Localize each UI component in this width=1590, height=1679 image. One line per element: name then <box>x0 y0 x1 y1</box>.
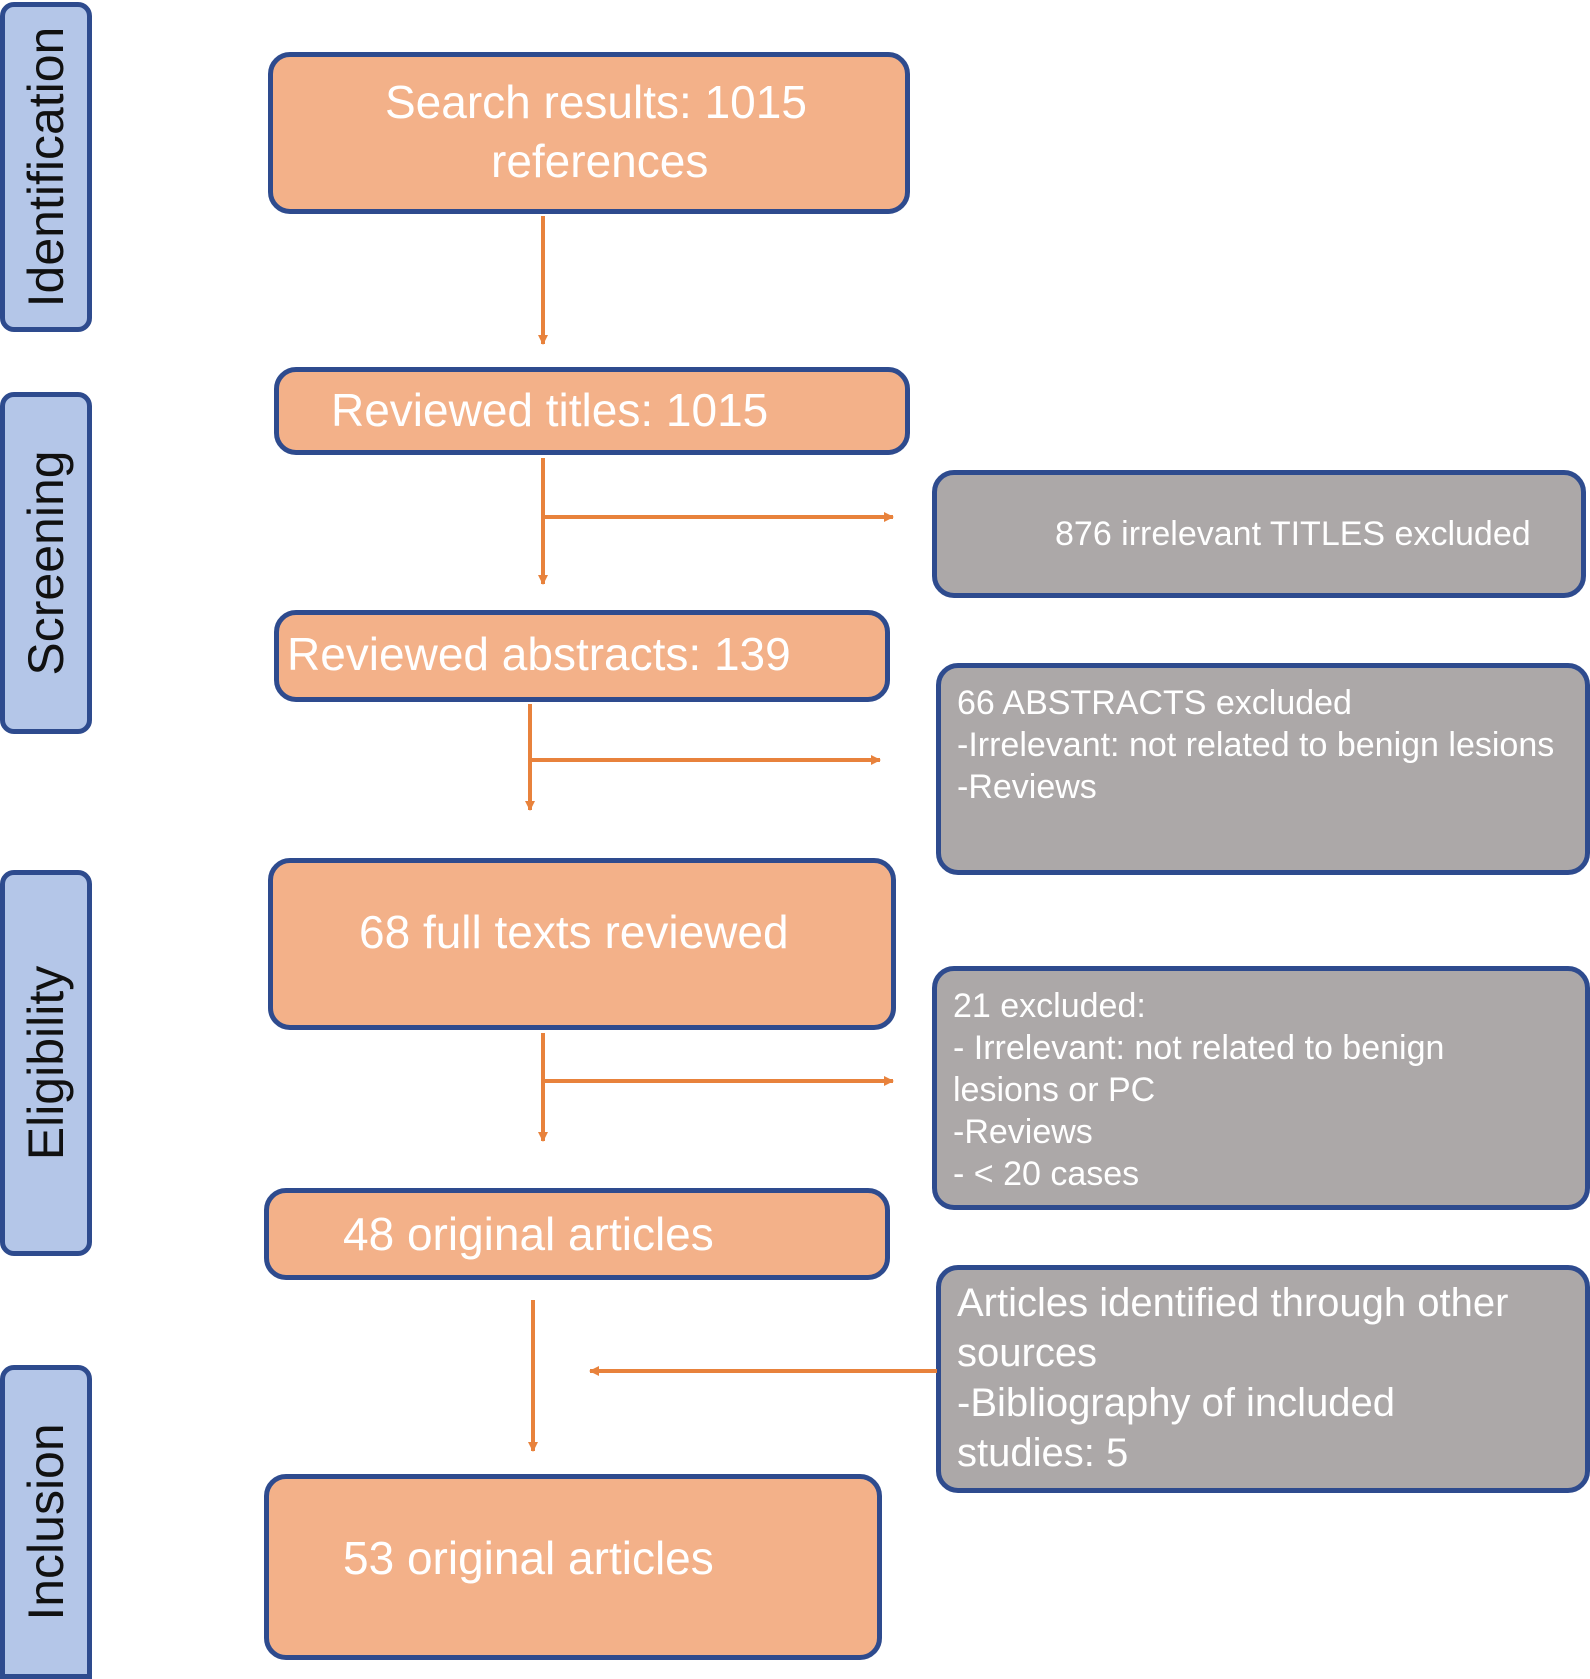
fulltexts-excluded-line: 21 excluded: <box>953 987 1146 1025</box>
titles-excluded-label: 876 irrelevant TITLES excluded <box>1055 515 1531 553</box>
full-texts-box: 68 full texts reviewed <box>268 858 896 1030</box>
fulltexts-excluded-line: - Irrelevant: not related to benign <box>953 1029 1445 1067</box>
abstracts-excluded-text: 66 ABSTRACTS excluded -Irrelevant: not r… <box>957 682 1554 808</box>
abstracts-excluded-line: -Irrelevant: not related to benign lesio… <box>957 726 1555 764</box>
stage-eligibility: Eligibility <box>0 870 92 1256</box>
abstracts-excluded-line: -Reviews <box>957 768 1097 806</box>
other-sources-text: Articles identified through other source… <box>957 1278 1508 1478</box>
stage-screening: Screening <box>0 392 92 734</box>
fulltexts-excluded-line: - < 20 cases <box>953 1155 1140 1193</box>
reviewed-titles-label: Reviewed titles: 1015 <box>331 384 769 436</box>
other-sources-line: sources <box>957 1331 1098 1375</box>
search-results-line1: Search results: 1015 <box>385 76 807 128</box>
other-sources-line: -Bibliography of included <box>957 1381 1396 1425</box>
reviewed-abstracts-label: Reviewed abstracts: 139 <box>287 628 791 680</box>
reviewed-abstracts-box: Reviewed abstracts: 139 <box>274 610 890 702</box>
search-results-box: Search results: 1015 references <box>268 52 910 214</box>
search-results-line2: references <box>491 135 709 187</box>
fulltexts-excluded-box: 21 excluded: - Irrelevant: not related t… <box>932 966 1590 1210</box>
other-sources-box: Articles identified through other source… <box>936 1265 1590 1493</box>
original-48-label: 48 original articles <box>343 1208 714 1260</box>
stage-inclusion: Inclusion <box>0 1365 92 1679</box>
reviewed-titles-box: Reviewed titles: 1015 <box>274 367 910 455</box>
fulltexts-excluded-text: 21 excluded: - Irrelevant: not related t… <box>953 985 1444 1195</box>
other-sources-line: Articles identified through other <box>957 1281 1509 1325</box>
original-53-box: 53 original articles <box>264 1474 882 1660</box>
abstracts-excluded-box: 66 ABSTRACTS excluded -Irrelevant: not r… <box>936 663 1590 875</box>
titles-excluded-box: 876 irrelevant TITLES excluded <box>932 470 1586 598</box>
original-48-box: 48 original articles <box>264 1188 890 1280</box>
original-53-label: 53 original articles <box>343 1532 714 1584</box>
fulltexts-excluded-line: lesions or PC <box>953 1071 1156 1109</box>
full-texts-label: 68 full texts reviewed <box>359 906 789 958</box>
other-sources-line: studies: 5 <box>957 1431 1129 1475</box>
abstracts-excluded-line: 66 ABSTRACTS excluded <box>957 684 1352 722</box>
stage-identification: Identification <box>0 2 92 332</box>
fulltexts-excluded-line: -Reviews <box>953 1113 1093 1151</box>
